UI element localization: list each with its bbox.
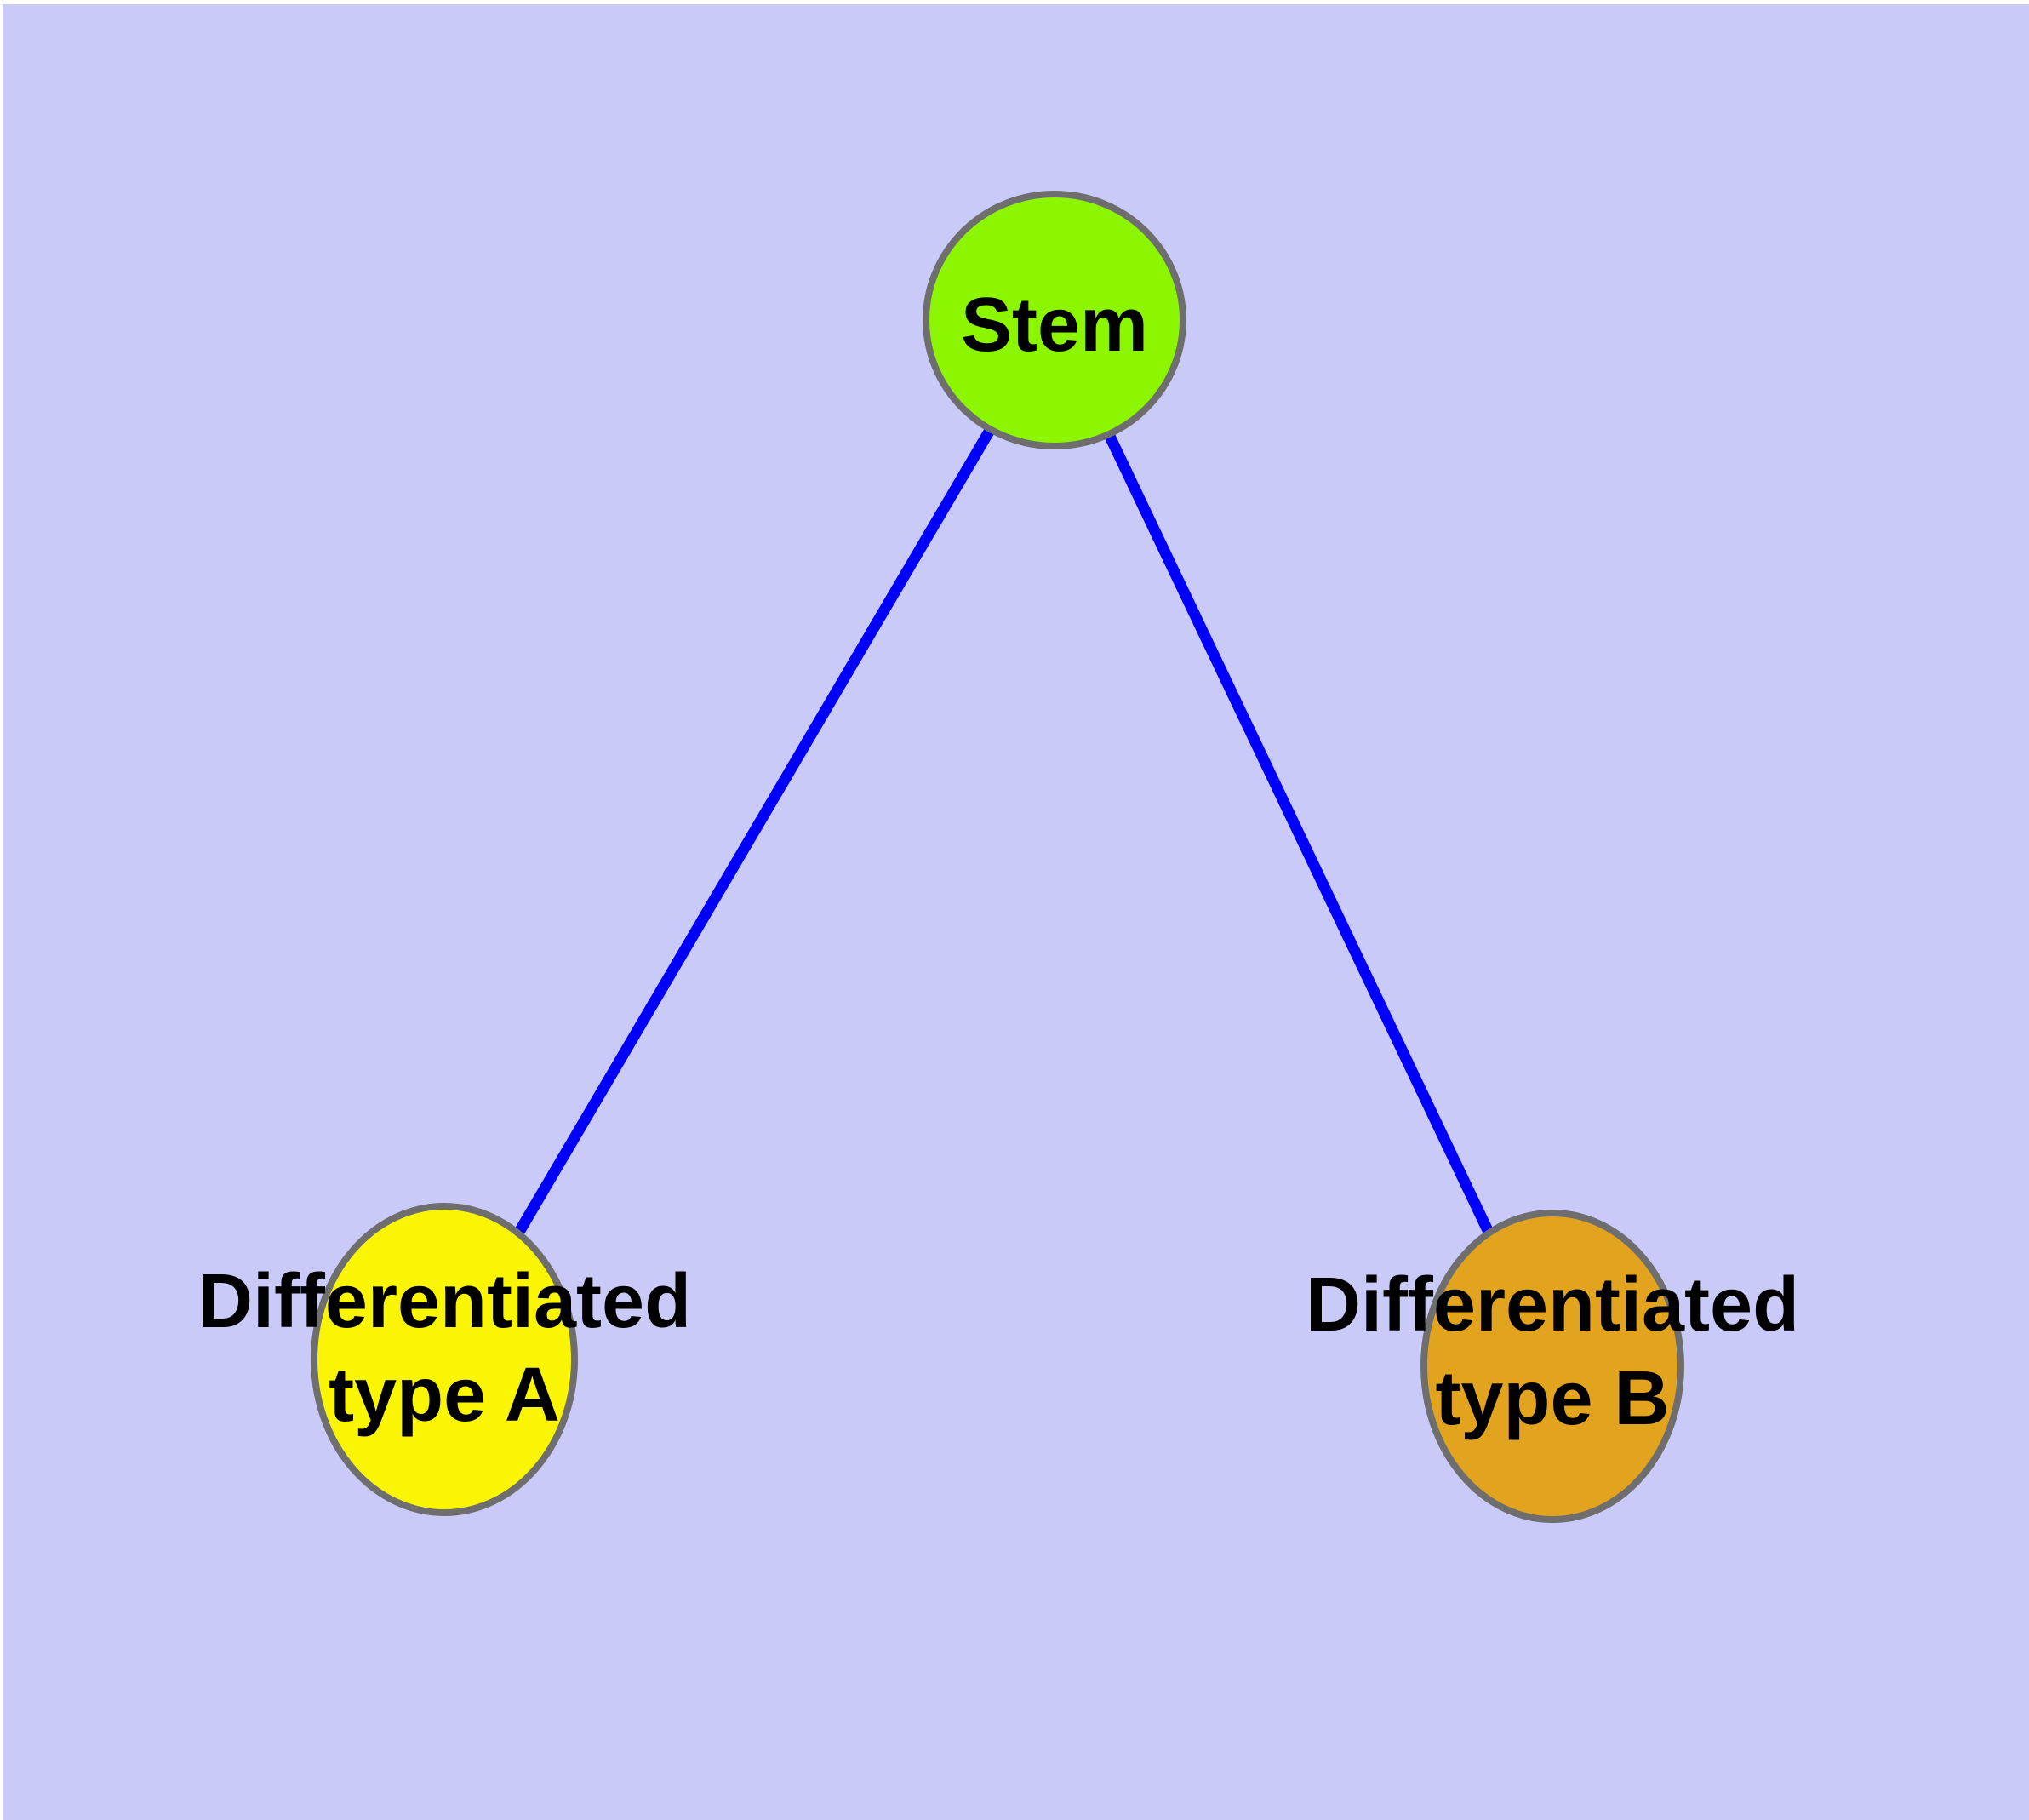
graph-canvas: Stem Differentiated type A Differentiate… [3, 4, 2029, 1820]
node-type-b[interactable] [1420, 1210, 1684, 1523]
edge-stem-type-a[interactable] [439, 317, 1060, 1363]
edge-stem-type-b[interactable] [1049, 318, 1557, 1369]
node-stem[interactable] [923, 191, 1186, 449]
node-type-a[interactable] [311, 1203, 578, 1516]
graph-svg [311, 191, 1684, 1523]
